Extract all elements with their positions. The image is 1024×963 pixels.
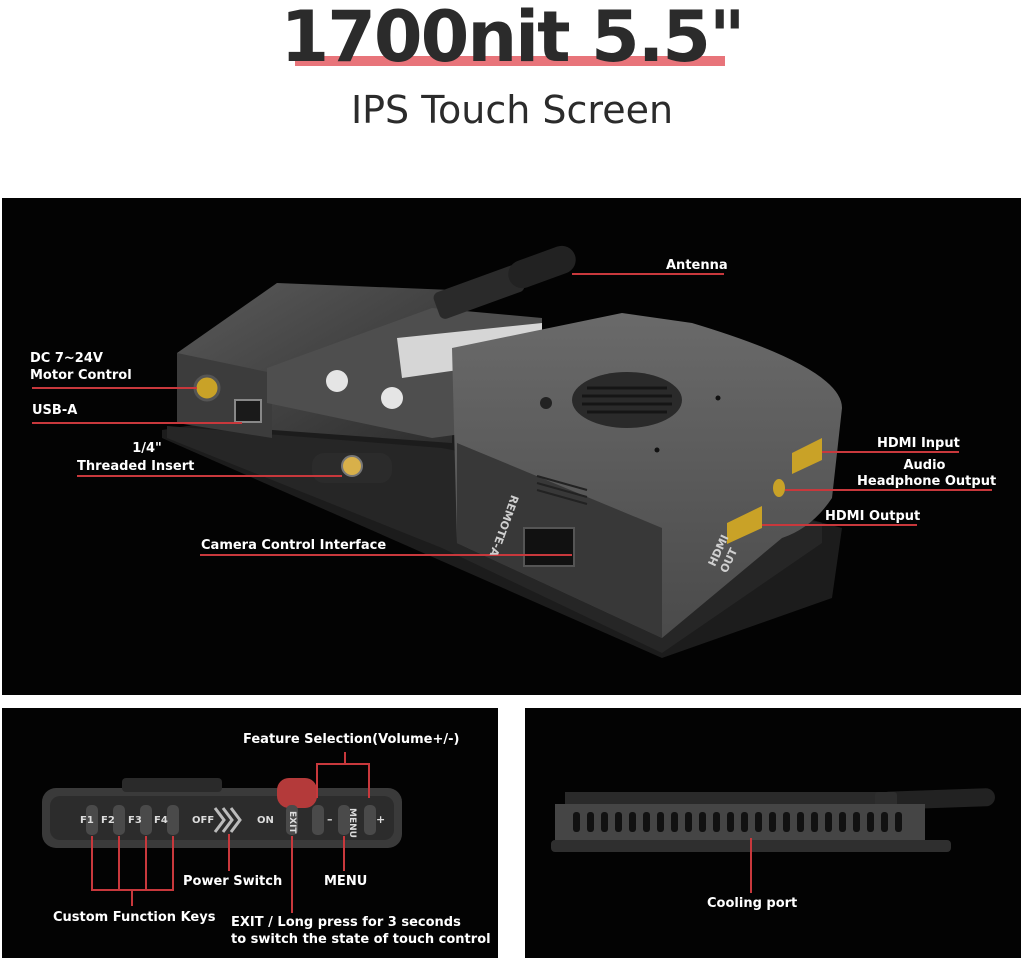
key-on: ON [257, 815, 274, 826]
key-menu: MENU [347, 808, 357, 838]
vent-slot [867, 812, 874, 832]
headline-area: 1700nit 5.5" [0, 0, 1024, 80]
key-exit: EXIT [287, 811, 297, 834]
vent-slot [853, 812, 860, 832]
threaded-insert [341, 455, 363, 477]
vent-slot [601, 812, 608, 832]
vent-slot [573, 812, 580, 832]
insert-callout-line2: Threaded Insert [77, 459, 195, 474]
antenna-base [433, 265, 525, 319]
headline: 1700nit 5.5" [280, 0, 746, 78]
audio-callout-line2: Headphone Output [857, 474, 997, 489]
vent-slot [769, 812, 776, 832]
vent-slot [741, 812, 748, 832]
vent-slot [811, 812, 818, 832]
custom-keys-callout: Custom Function Keys [53, 910, 216, 925]
vent-slot [895, 812, 902, 832]
remote-port [523, 527, 575, 567]
vent-slot [881, 812, 888, 832]
vent-slot [671, 812, 678, 832]
dc-port [193, 374, 221, 402]
audio-jack [773, 479, 785, 497]
vent-slot [685, 812, 692, 832]
antenna-callout: Antenna [666, 258, 728, 273]
headline-underline [295, 56, 725, 66]
vent-slot [699, 812, 706, 832]
monitor-cooling-illustration [551, 788, 995, 893]
antenna-rod [508, 245, 576, 289]
key-f1: F1 [80, 815, 94, 826]
vent-slot [629, 812, 636, 832]
camera-control-callout: Camera Control Interface [201, 538, 387, 553]
vent-slot [755, 812, 762, 832]
hdmi-input-port [792, 438, 822, 474]
vent-slot [825, 812, 832, 832]
vent-slot [713, 812, 720, 832]
dc-callout-line2: Motor Control [30, 368, 132, 383]
insert-callout-line1: 1/4" [132, 441, 162, 456]
vent-slot [797, 812, 804, 832]
monitor-rear-illustration [32, 245, 992, 658]
cooling-panel: Cooling port [525, 708, 1021, 958]
dc-callout-line1: DC 7~24V [30, 351, 103, 366]
key-minus: – [327, 813, 333, 826]
vent-slot [643, 812, 650, 832]
key-off: OFF [192, 815, 215, 826]
vent-slot [615, 812, 622, 832]
vent-slot [839, 812, 846, 832]
key-f2: F2 [101, 815, 115, 826]
key-f4: F4 [154, 815, 168, 826]
hdmi-input-callout: HDMI Input [877, 436, 960, 451]
usb-port [234, 399, 262, 423]
audio-callout-line1: Audio [903, 458, 946, 473]
main-product-panel: REMOTE-A HDMI OUT Antenna DC 7~24V Motor… [2, 198, 1021, 695]
power-switch-callout: Power Switch [183, 874, 283, 889]
speaker-grille [572, 372, 682, 428]
vent-slot [727, 812, 734, 832]
feature-selection-callout: Feature Selection(Volume+/-) [243, 732, 460, 747]
hdmi-output-port [727, 506, 762, 544]
subheadline: IPS Touch Screen [350, 88, 674, 132]
exit-callout-line1: EXIT / Long press for 3 seconds [231, 915, 461, 930]
key-plus: + [376, 813, 386, 826]
menu-callout: MENU [324, 874, 368, 889]
hdmi-output-callout: HDMI Output [825, 509, 921, 524]
vent-slot [657, 812, 664, 832]
key-f3: F3 [128, 815, 142, 826]
exit-callout-line2: to switch the state of touch control [231, 932, 491, 947]
cooling-vents [573, 812, 902, 832]
cooling-port-callout: Cooling port [707, 896, 798, 911]
vent-slot [587, 812, 594, 832]
vent-slot [783, 812, 790, 832]
keys-panel: F1 F2 F3 F4 OFF ON EXIT – MENU + Feature… [2, 708, 498, 958]
usb-callout: USB-A [32, 403, 78, 418]
monitor-side-keys-illustration [42, 752, 402, 913]
